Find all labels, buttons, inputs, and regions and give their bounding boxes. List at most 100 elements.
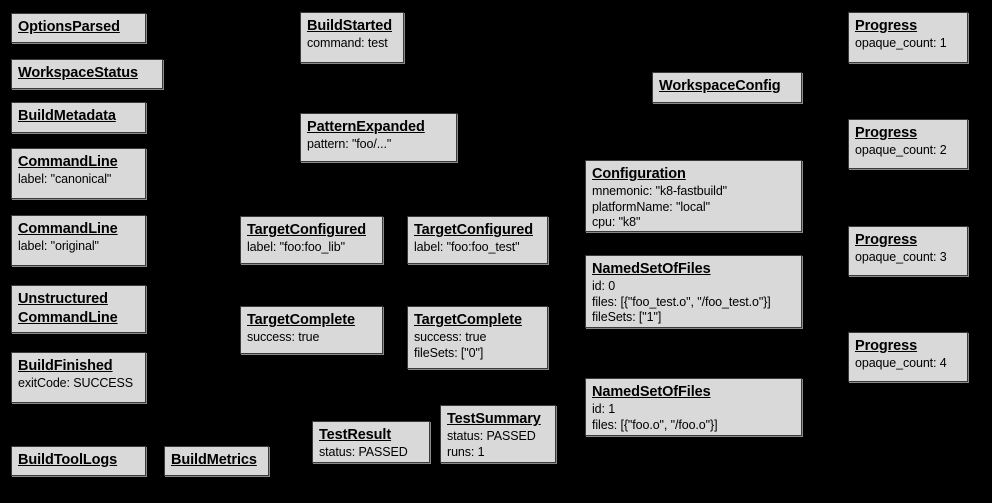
node-field: fileSets: ["0"]: [414, 345, 484, 360]
node-title-wrap: TargetComplete: [414, 311, 541, 330]
node-title: BuildStarted: [307, 18, 393, 34]
node-title-wrap: TargetComplete: [247, 311, 376, 330]
node-configuration[interactable]: Configuration mnemonic: "k8-fastbuild"pla…: [585, 160, 802, 232]
node-title: TestSummary: [447, 411, 541, 427]
node-title-wrap: BuildMetrics: [171, 451, 262, 470]
node-title: TargetComplete: [247, 312, 355, 328]
node-field: cpu: "k8": [592, 215, 641, 229]
node-field: label: "foo:foo_test": [414, 240, 520, 254]
node-fields: opaque_count: 1: [855, 36, 961, 52]
node-title: Unstructured: [18, 291, 108, 307]
node-progress-3[interactable]: Progress opaque_count: 3: [848, 226, 968, 276]
node-title: CommandLine: [18, 154, 118, 170]
node-title-wrap: OptionsParsed: [18, 18, 139, 37]
node-title: BuildMetadata: [18, 108, 116, 124]
node-field: success: true: [414, 330, 487, 344]
node-field: exitCode: SUCCESS: [18, 376, 134, 390]
node-title: CommandLine: [18, 310, 118, 326]
node-title-wrap: Progress: [855, 337, 961, 356]
node-field: success: true: [247, 330, 320, 344]
node-field: command: test: [307, 36, 388, 50]
node-field: label: "canonical": [18, 172, 112, 186]
node-command-line-original[interactable]: CommandLine label: "original": [11, 215, 146, 266]
node-field: status: PASSED: [447, 429, 536, 443]
node-title-wrap: TestResult: [319, 426, 423, 445]
node-title: WorkspaceConfig: [659, 78, 781, 94]
node-field: opaque_count: 1: [855, 36, 947, 50]
node-fields: opaque_count: 4: [855, 356, 961, 372]
node-title-wrap: BuildMetadata: [18, 107, 139, 126]
node-fields: opaque_count: 3: [855, 250, 961, 266]
node-workspace-config[interactable]: WorkspaceConfig: [652, 72, 802, 103]
node-title-wrap: Progress: [855, 231, 961, 250]
node-fields: pattern: "foo/...": [307, 137, 450, 153]
node-title: BuildToolLogs: [18, 452, 118, 468]
node-field: opaque_count: 2: [855, 143, 947, 157]
node-title: Progress: [855, 125, 918, 141]
node-title: TargetConfigured: [247, 222, 366, 238]
node-title-wrap: CommandLine: [18, 153, 139, 172]
node-title: BuildMetrics: [171, 452, 257, 468]
node-title-wrap: Progress: [855, 17, 961, 36]
node-title-wrap: TargetConfigured: [247, 221, 376, 240]
node-workspace-status[interactable]: WorkspaceStatus: [11, 59, 163, 89]
node-title: Progress: [855, 338, 918, 354]
node-build-tool-logs[interactable]: BuildToolLogs: [11, 446, 146, 476]
node-title-wrap: BuildToolLogs: [18, 451, 139, 470]
node-progress-2[interactable]: Progress opaque_count: 2: [848, 119, 968, 169]
node-field: opaque_count: 3: [855, 250, 947, 264]
node-title: Progress: [855, 232, 918, 248]
node-fields: opaque_count: 2: [855, 143, 961, 159]
node-title-wrap: CommandLine: [18, 220, 139, 239]
node-title: TargetComplete: [414, 312, 522, 328]
node-title-wrap: TargetConfigured: [414, 221, 541, 240]
node-fields: label: "foo:foo_test": [414, 240, 541, 256]
node-field: label: "foo:foo_lib": [247, 240, 345, 254]
node-field: id: 1: [592, 402, 616, 416]
node-field: id: 0: [592, 279, 616, 293]
node-command-line-canonical[interactable]: CommandLine label: "canonical": [11, 148, 146, 199]
node-title: CommandLine: [18, 221, 118, 237]
node-progress-1[interactable]: Progress opaque_count: 1: [848, 12, 968, 63]
node-title: BuildFinished: [18, 358, 113, 374]
node-fields: label: "foo:foo_lib": [247, 240, 376, 256]
node-title: Configuration: [592, 166, 686, 182]
node-build-metadata[interactable]: BuildMetadata: [11, 102, 146, 133]
node-title-wrap: Progress: [855, 124, 961, 143]
node-build-metrics[interactable]: BuildMetrics: [164, 446, 269, 476]
node-title: WorkspaceStatus: [18, 65, 138, 81]
node-progress-4[interactable]: Progress opaque_count: 4: [848, 332, 968, 382]
node-build-finished[interactable]: BuildFinished exitCode: SUCCESS: [11, 352, 146, 403]
node-target-complete-foo-lib[interactable]: TargetComplete success: true: [240, 306, 383, 354]
node-title: Progress: [855, 18, 918, 34]
node-field: runs: 1: [447, 444, 485, 459]
node-title: NamedSetOfFiles: [592, 384, 711, 400]
node-fields: label: "original": [18, 239, 139, 255]
node-title-wrap: Configuration: [592, 165, 795, 184]
node-title-wrap: NamedSetOfFiles: [592, 383, 795, 402]
node-target-configured-foo-lib[interactable]: TargetConfigured label: "foo:foo_lib": [240, 216, 383, 264]
node-field: platformName: "local": [592, 199, 710, 214]
node-options-parsed[interactable]: OptionsParsed: [11, 13, 146, 43]
node-title: NamedSetOfFiles: [592, 261, 711, 277]
node-title-wrap: WorkspaceStatus: [18, 64, 156, 83]
node-build-started[interactable]: BuildStarted command: test: [300, 12, 404, 63]
node-field: label: "original": [18, 239, 99, 253]
node-field: fileSets: ["1"]: [592, 310, 662, 324]
node-fields: mnemonic: "k8-fastbuild"platformName: "l…: [592, 184, 795, 231]
node-field: files: [{"foo_test.o", "/foo_test.o"}]: [592, 294, 771, 309]
